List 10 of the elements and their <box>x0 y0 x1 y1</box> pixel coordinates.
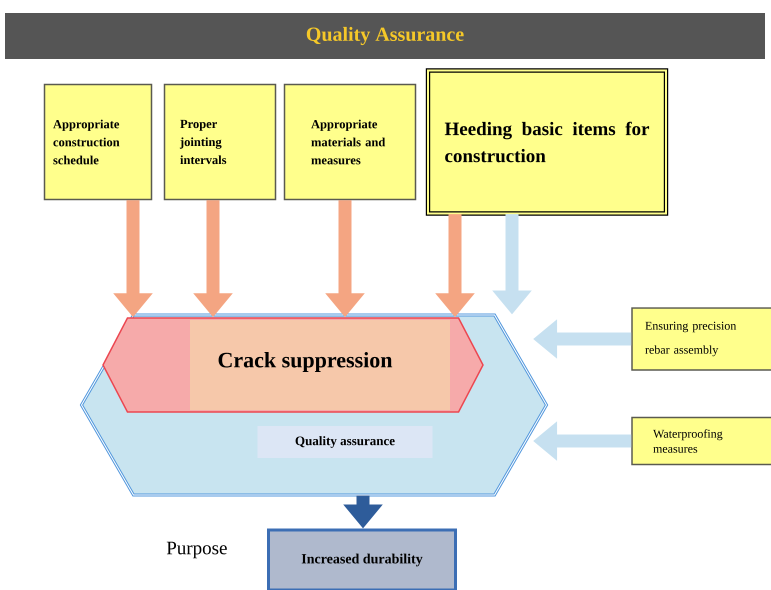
text-box: Waterproofing measures <box>631 416 771 466</box>
text-box: Appropriate construction schedule <box>44 84 152 200</box>
hexagon: Crack suppression <box>102 317 484 413</box>
text-box: Appropriate materials and measures <box>284 84 416 200</box>
heading-box: Heeding basic items for construction <box>426 68 668 216</box>
text-box: Ensuring precision rebar assembly <box>631 307 771 371</box>
side-label: Purpose <box>166 542 227 558</box>
text-box: Proper jointing intervals <box>164 84 276 200</box>
title-bar: Quality Assurance <box>5 13 765 59</box>
result-box: Increased durability <box>267 528 457 590</box>
